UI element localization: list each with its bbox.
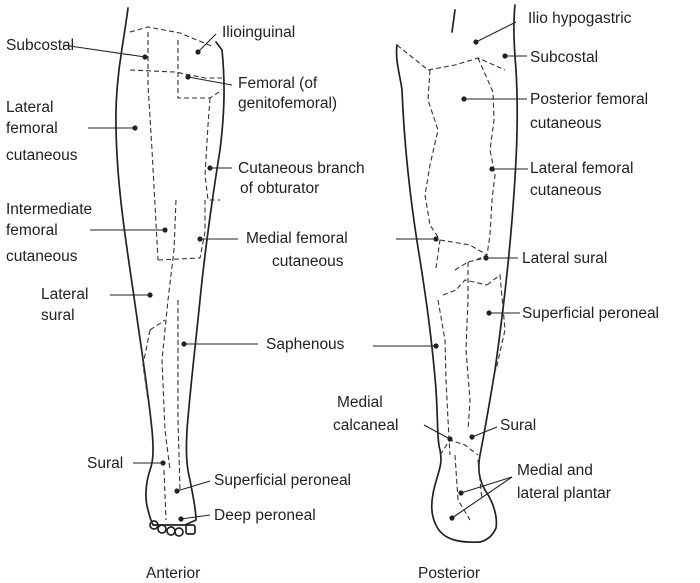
label-femoral-line2: genitofemoral): [238, 95, 337, 112]
anterior-labels: Subcostal Ilioinguinal Femoral (of genit…: [6, 24, 365, 524]
label-subcostal-anterior: Subcostal: [6, 37, 74, 54]
label-sup-per-anterior: Superficial peroneal: [214, 472, 351, 489]
posterior-labels: Ilio hypogastric Subcostal Posterior fem…: [333, 10, 659, 502]
leader-subcostal-a: [63, 45, 145, 57]
caption-posterior: Posterior: [418, 565, 480, 582]
posterior-leg-outline: [397, 5, 518, 542]
label-lat-sural-a-line2: sural: [41, 307, 75, 324]
label-lat-fem-p-line2: cutaneous: [530, 182, 602, 199]
label-med-fem-line1: Medial femoral: [246, 230, 348, 247]
leader-ilioinguinal: [198, 34, 216, 52]
anterior-dashed-lines: [130, 27, 222, 520]
label-plantar-line2: lateral plantar: [517, 485, 611, 502]
label-cut-obt-line2: of obturator: [240, 180, 319, 197]
label-lat-fem-a-line2: femoral: [6, 120, 58, 137]
label-med-fem-line2: cutaneous: [272, 253, 344, 270]
leader-sup-per-a: [177, 481, 210, 491]
label-sup-per-posterior: Superficial peroneal: [522, 305, 659, 322]
label-int-fem-line3: cutaneous: [6, 248, 78, 265]
label-plantar-line1: Medial and: [517, 462, 593, 479]
posterior-waist-line: [452, 10, 455, 32]
posterior-dashed-lines: [397, 45, 505, 520]
label-lat-fem-a-line1: Lateral: [6, 99, 53, 116]
label-lat-sural-a-line1: Lateral: [41, 286, 88, 303]
label-deep-peroneal: Deep peroneal: [214, 507, 316, 524]
label-saphenous: Saphenous: [266, 336, 345, 353]
anterior-leg-outline: [116, 8, 224, 525]
label-cut-obt-line1: Cutaneous branch: [238, 160, 365, 177]
label-sural-posterior: Sural: [500, 417, 536, 434]
label-ilioinguinal: Ilioinguinal: [222, 24, 295, 41]
label-post-fem-line1: Posterior femoral: [530, 91, 648, 108]
posterior-leg: [373, 5, 528, 542]
leader-ilio-hypo: [476, 22, 516, 42]
caption-anterior: Anterior: [146, 565, 200, 582]
label-subcostal-posterior: Subcostal: [530, 49, 598, 66]
label-lat-fem-a-line3: cutaneous: [6, 147, 78, 164]
label-lateral-sural-posterior: Lateral sural: [522, 250, 607, 267]
label-ilio-hypogastric: Ilio hypogastric: [528, 10, 632, 27]
label-med-calc-line1: Medial: [337, 394, 383, 411]
label-lat-fem-p-line1: Lateral femoral: [530, 160, 633, 177]
label-int-fem-line2: femoral: [6, 222, 58, 239]
label-femoral-line1: Femoral (of: [238, 75, 318, 92]
label-int-fem-line1: Intermediate: [6, 201, 92, 218]
label-med-calc-line2: calcaneal: [333, 417, 399, 434]
label-post-fem-line2: cutaneous: [530, 115, 602, 132]
leader-plantar-medial: [461, 477, 512, 493]
label-sural-anterior: Sural: [87, 455, 123, 472]
